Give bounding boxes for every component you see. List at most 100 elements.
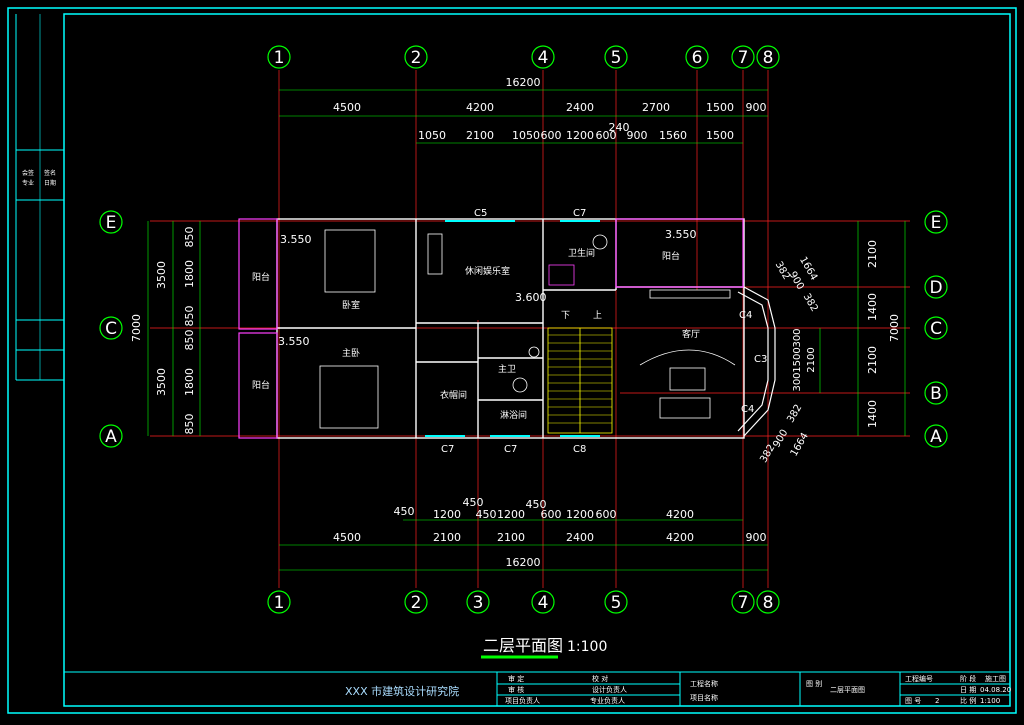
cabinet-icon [649, 289, 731, 299]
room-label-balcony-right: 阳台 [662, 250, 680, 262]
axis-bubble: E [924, 210, 948, 234]
drawing-scale: 1:100 [567, 639, 607, 655]
axis-bubble: 2 [404, 45, 428, 69]
axis-bubble: 5 [604, 45, 628, 69]
axis-label: 4 [538, 48, 549, 68]
dim-top-row1: 2700 [642, 101, 670, 114]
window-openings [425, 220, 600, 437]
dim-bay: 2100 [806, 347, 817, 372]
drawing-title: 二层平面图 1:100 [481, 636, 607, 659]
sofa-icon [659, 397, 711, 419]
dim-top-row2: 240 [609, 121, 630, 134]
axis-bubble: 5 [604, 590, 628, 614]
level-mark: 3.550 [665, 228, 697, 241]
dim-right-total: 7000 [888, 314, 901, 342]
axis-bubble: B [924, 381, 948, 405]
axis-circle [404, 45, 428, 69]
room-label-balcony-bottom: 阳台 [252, 379, 270, 391]
axis-circle [99, 210, 123, 234]
drawing-frame [7, 7, 1017, 714]
stair-label-up: 上 [593, 310, 602, 321]
dim-top-row1: 4200 [466, 101, 494, 114]
grid-lines [150, 70, 910, 588]
dim-top-row2: 600 [596, 129, 617, 142]
dim-left-inner: 850 [183, 330, 196, 351]
svg-text:比 例: 比 例 [960, 696, 976, 705]
dim-bottom-row2: 4200 [666, 531, 694, 544]
axis-label: A [930, 427, 942, 447]
axis-circle [99, 424, 123, 448]
dim-bottom-row1: 600 [596, 508, 617, 521]
dim-top-row2: 1050 [512, 129, 540, 142]
dim-left-outer: 3500 [155, 368, 168, 396]
axis-circle [756, 45, 780, 69]
room-label-balcony-top: 阳台 [252, 271, 270, 283]
window-label: C7 [441, 444, 454, 455]
svg-text:审 核: 审 核 [508, 685, 524, 694]
svg-text:阶 段: 阶 段 [960, 674, 976, 683]
axis-bubble: C [924, 316, 948, 340]
dim-top-row2: 1560 [659, 129, 687, 142]
drawing-title-text: 二层平面图 [483, 636, 563, 655]
room-label-master-bedroom: 主卧 [342, 347, 360, 359]
dim-top-row1: 2400 [566, 101, 594, 114]
dim-bottom-row1: 450 [476, 508, 497, 521]
furniture [319, 229, 736, 429]
stair-treads [548, 334, 612, 424]
svg-text:04.08.20: 04.08.20 [980, 686, 1011, 694]
window-label: C5 [474, 208, 487, 219]
axis-bubble: D [924, 275, 948, 299]
svg-text:专业负责人: 专业负责人 [590, 696, 625, 705]
dim-bay-diag: 382 [801, 292, 820, 314]
room-label-bedroom: 卧室 [342, 299, 360, 311]
toilet-icon [592, 234, 608, 250]
svg-text:专业: 专业 [22, 179, 34, 187]
dim-bottom-row2: 900 [746, 531, 767, 544]
axis-label: 3 [473, 593, 484, 613]
axis-circle [924, 424, 948, 448]
window-label: C7 [573, 208, 586, 219]
axis-label: 8 [763, 48, 774, 68]
svg-text:二层平面图: 二层平面图 [830, 686, 865, 694]
axis-bubble: 1 [267, 590, 291, 614]
institute-name: XXX 市建筑设计研究院 [345, 684, 459, 698]
axis-bubble: E [99, 210, 123, 234]
toilet-icon [512, 377, 528, 393]
axis-label: 1 [274, 48, 285, 68]
dim-bottom-row1: 1200 [566, 508, 594, 521]
axis-circle [731, 45, 755, 69]
dim-top-row2: 900 [627, 129, 648, 142]
axis-circle [731, 590, 755, 614]
svg-text:图 号: 图 号 [905, 697, 921, 705]
dim-bottom-row2: 4500 [333, 531, 361, 544]
bed-icon [319, 365, 379, 429]
axis-label: 6 [692, 48, 703, 68]
svg-text:图 别: 图 别 [806, 679, 822, 688]
dim-right-inner: 2100 [866, 346, 879, 374]
window-label: C4 [739, 310, 752, 321]
dim-top-row2: 600 [541, 129, 562, 142]
axis-circle [924, 275, 948, 299]
axis-circle [267, 590, 291, 614]
axis-bubble: 4 [531, 45, 555, 69]
svg-text:工程编号: 工程编号 [905, 674, 933, 683]
dim-bay: 1500 [792, 347, 803, 372]
axis-label: E [931, 213, 942, 233]
axis-label: C [105, 319, 117, 339]
staircase [547, 327, 613, 434]
room-label-shower: 淋浴间 [500, 409, 527, 421]
axis-circle [267, 45, 291, 69]
svg-text:校 对: 校 对 [592, 674, 608, 683]
axis-label: 7 [738, 593, 749, 613]
dim-left-inner: 850 [183, 414, 196, 435]
axis-label: 2 [411, 593, 422, 613]
axis-bubble: 3 [466, 590, 490, 614]
axis-label: 2 [411, 48, 422, 68]
sofa-arc-icon [639, 349, 736, 366]
dim-left-inner: 1800 [183, 368, 196, 396]
dim-bottom-row2: 2400 [566, 531, 594, 544]
dim-top-total: 16200 [506, 76, 541, 89]
balcony-rails [238, 218, 744, 439]
